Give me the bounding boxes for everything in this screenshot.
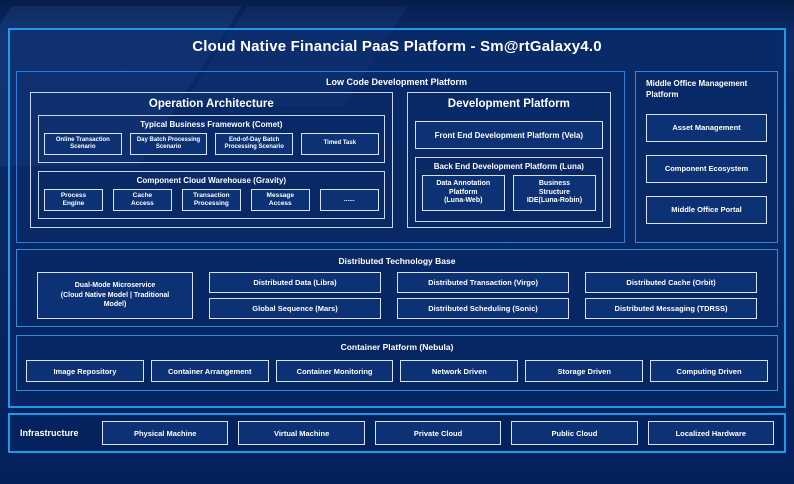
box-distributed-scheduling-sonic: Distributed Scheduling (Sonic) [397, 298, 569, 319]
box-public-cloud: Public Cloud [511, 421, 638, 445]
distributed-technology-base-items: Dual-Mode Microservice (Cloud Native Mod… [37, 272, 757, 319]
distributed-column-3: Distributed Cache (Orbit) Distributed Me… [585, 272, 757, 319]
typical-business-framework-title: Typical Business Framework (Comet) [140, 120, 283, 129]
box-front-end-development-platform-vela: Front End Development Platform (Vela) [414, 121, 603, 149]
box-private-cloud: Private Cloud [374, 421, 502, 445]
component-cloud-warehouse-box: Component Cloud Warehouse (Gravity) Proc… [38, 171, 385, 219]
distributed-technology-base-label: Distributed Technology Base [338, 256, 456, 266]
infrastructure-label: Infrastructure [20, 428, 79, 438]
box-data-annotation-platform-luna-web: Data Annotation Platform (Luna-Web) [421, 175, 505, 211]
container-platform-section: Container Platform (Nebula) Image Reposi… [16, 335, 778, 391]
box-image-repository: Image Repository [26, 360, 144, 382]
development-platform-section: Development Platform Front End Developme… [406, 92, 611, 228]
box-distributed-transaction-virgo: Distributed Transaction (Virgo) [397, 272, 569, 293]
box-physical-machine: Physical Machine [102, 421, 229, 445]
box-computing-driven: Computing Driven [650, 360, 768, 382]
box-day-batch-processing-scenario: Day Batch Processing Scenario [129, 133, 208, 155]
box-ellipsis-more: ...... [319, 189, 379, 211]
typical-business-framework-items: Online Transaction Scenario Day Batch Pr… [44, 133, 379, 155]
box-message-access: Message Access [250, 189, 310, 211]
component-cloud-warehouse-items: Process Engine Cache Access Transaction … [44, 189, 379, 211]
box-component-ecosystem: Component Ecosystem [646, 154, 767, 183]
box-end-of-day-batch-processing-scenario: End-of-Day Batch Processing Scenario [215, 133, 294, 155]
page-title: Cloud Native Financial PaaS Platform - S… [192, 38, 602, 55]
typical-business-framework-box: Typical Business Framework (Comet) Onlin… [38, 115, 385, 163]
operation-architecture-section: Operation Architecture Typical Business … [30, 92, 393, 228]
middle-office-label: Middle Office Management Platform [646, 79, 748, 99]
platform-row: Low Code Development Platform Operation … [16, 71, 778, 243]
box-container-arrangement: Container Arrangement [150, 360, 269, 382]
box-distributed-data-libra: Distributed Data (Libra) [209, 272, 381, 293]
operation-architecture-title: Operation Architecture [148, 98, 274, 110]
low-code-platform-label: Low Code Development Platform [325, 77, 468, 87]
middle-office-management-platform-section: Middle Office Management Platform Asset … [635, 71, 778, 243]
box-storage-driven: Storage Driven [525, 360, 644, 382]
container-platform-label: Container Platform (Nebula) [340, 342, 454, 352]
box-distributed-messaging-tdrss: Distributed Messaging (TDRSS) [585, 298, 757, 319]
box-process-engine: Process Engine [44, 189, 103, 211]
box-global-sequence-mars: Global Sequence (Mars) [209, 298, 381, 319]
platform-diagram-panel: Cloud Native Financial PaaS Platform - S… [8, 28, 786, 408]
box-container-monitoring: Container Monitoring [275, 360, 394, 382]
distributed-column-2: Distributed Transaction (Virgo) Distribu… [397, 272, 569, 319]
low-code-columns: Operation Architecture Typical Business … [30, 92, 611, 228]
component-cloud-warehouse-title: Component Cloud Warehouse (Gravity) [136, 176, 287, 185]
box-transaction-processing: Transaction Processing [181, 189, 241, 211]
back-end-development-platform-box: Back End Development Platform (Luna) Dat… [414, 157, 603, 222]
box-cache-access: Cache Access [112, 189, 172, 211]
box-dual-mode-microservice: Dual-Mode Microservice (Cloud Native Mod… [37, 272, 193, 319]
back-end-items: Data Annotation Platform (Luna-Web) Busi… [421, 175, 597, 211]
box-business-structure-ide-luna-robin: Business Structure IDE(Luna-Robin) [512, 175, 597, 211]
box-asset-management: Asset Management [646, 113, 767, 142]
box-online-transaction-scenario: Online Transaction Scenario [44, 133, 122, 155]
box-localized-hardware: Localized Hardware [647, 421, 775, 445]
infrastructure-section: Infrastructure Physical Machine Virtual … [8, 413, 786, 453]
box-virtual-machine: Virtual Machine [238, 421, 365, 445]
back-end-development-platform-title: Back End Development Platform (Luna) [433, 162, 584, 171]
development-platform-title: Development Platform [447, 98, 570, 110]
container-platform-items: Image Repository Container Arrangement C… [26, 360, 768, 382]
box-timed-task: Timed Task [301, 133, 379, 155]
distributed-column-1: Distributed Data (Libra) Global Sequence… [209, 272, 381, 319]
distributed-technology-base-section: Distributed Technology Base Dual-Mode Mi… [16, 249, 778, 327]
low-code-development-platform-section: Low Code Development Platform Operation … [16, 71, 625, 243]
box-network-driven: Network Driven [400, 360, 519, 382]
box-distributed-cache-orbit: Distributed Cache (Orbit) [585, 272, 757, 293]
box-middle-office-portal: Middle Office Portal [646, 195, 767, 224]
